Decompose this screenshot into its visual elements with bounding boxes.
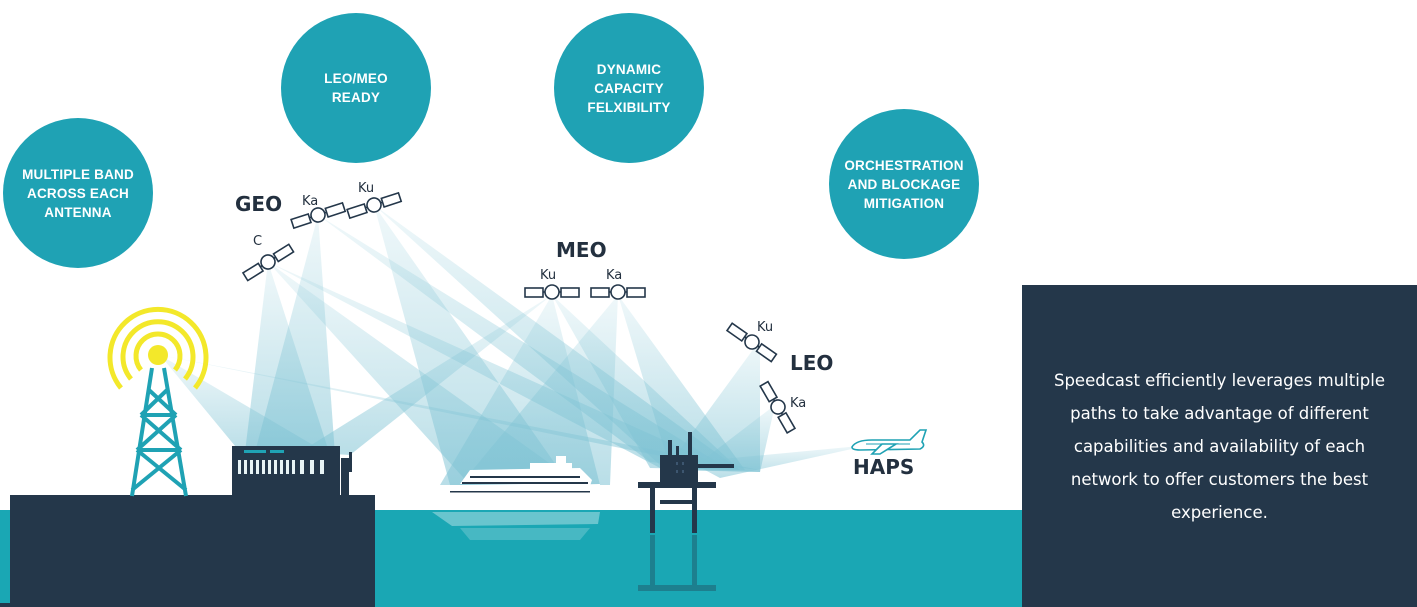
cell-tower — [107, 306, 209, 497]
label-haps: HAPS — [853, 455, 915, 479]
beam-leo-ka-platform — [690, 405, 775, 472]
oil-platform — [638, 432, 734, 591]
signal-beams — [160, 205, 870, 485]
label-leo: LEO — [790, 351, 834, 375]
band-leo-ku: Ku — [757, 320, 774, 335]
coastline — [0, 495, 375, 607]
band-geo-ka: Ka — [302, 194, 319, 209]
satellite-geo-c — [241, 243, 295, 282]
info-panel: Speedcast efficiently leverages multiple… — [1022, 285, 1417, 607]
satellite-meo-ku — [524, 284, 580, 300]
beam-meo-ka-ship — [460, 295, 618, 485]
beam-haps-platform — [690, 445, 870, 478]
band-leo-ka: Ka — [790, 396, 807, 411]
satellite-geo-ka — [290, 201, 347, 230]
feature-circle-dynamic-capacity: DYNAMIC CAPACITY FELXIBILITY — [554, 13, 704, 163]
beam-geo-ka-port — [255, 215, 335, 455]
satellite-meo-ka — [590, 284, 646, 300]
haps-aircraft — [851, 429, 928, 455]
cruise-ship — [432, 456, 600, 540]
band-meo-ka: Ka — [606, 268, 623, 283]
info-text: Speedcast efficiently leverages multiple… — [1053, 370, 1386, 522]
feature-circle-orchestration: ORCHESTRATION AND BLOCKAGE MITIGATION — [829, 109, 979, 259]
beam-meo-ku-port — [300, 295, 552, 455]
port-building — [232, 446, 352, 498]
band-geo-c: C — [253, 234, 263, 249]
band-meo-ku: Ku — [540, 268, 557, 283]
satellite-leo-ku — [725, 322, 778, 363]
band-geo-ku: Ku — [358, 181, 375, 196]
label-meo: MEO — [556, 238, 607, 262]
satellites — [241, 191, 797, 434]
label-geo: GEO — [235, 192, 283, 216]
feature-circle-leo-meo-ready: LEO/MEO READY — [281, 13, 431, 163]
satellite-geo-ku — [346, 191, 403, 220]
feature-circle-multiple-band: MULTIPLE BAND ACROSS EACH ANTENNA — [3, 118, 153, 268]
satellite-leo-ka — [759, 380, 797, 434]
